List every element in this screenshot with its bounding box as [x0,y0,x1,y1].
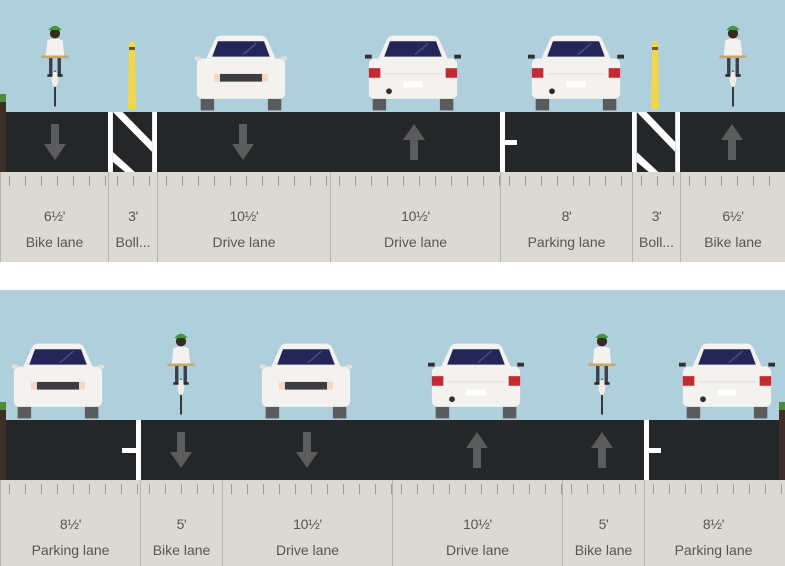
parking-stall-tick [122,448,136,453]
lane-width: 5' [598,516,609,532]
roadway [0,420,785,480]
arrow-down-icon [170,432,192,468]
curb-planting-left [0,94,6,102]
bollard-icon[interactable] [126,36,138,112]
street-section-1: 6½' Bike lane 3' Boll... 10½' Drive lane… [0,0,785,262]
arrow-up-icon [403,124,425,160]
lane-segment[interactable]: 8½' Parking lane [0,480,140,566]
lane-width: 3' [128,208,138,224]
street-section-2: 8½' Parking lane 5' Bike lane 10½' Drive… [0,290,785,566]
lane-width: 8½' [59,516,82,532]
lane-type: Bike lane [574,542,633,558]
arrow-up-icon [721,124,743,160]
parking-lane-line [644,420,649,480]
lane-segment[interactable]: 5' Bike lane [562,480,644,566]
lane-segment[interactable]: 10½' Drive lane [392,480,562,566]
lane-type: Boll... [115,234,151,250]
lane-width: 5' [176,516,187,532]
lane-segment[interactable]: 8½' Parking lane [644,480,782,566]
lane-width: 6½' [722,208,744,224]
lane-type: Bike lane [25,234,84,250]
lane-segment[interactable]: 8' Parking lane [500,172,632,262]
lane-width: 3' [651,208,662,224]
parked-car-rear-icon[interactable] [528,32,624,112]
lane-segment[interactable]: 6½' Bike lane [0,172,108,262]
arrow-down-icon [232,124,254,160]
lane-type: Parking lane [31,542,110,558]
car-rear-icon[interactable] [428,340,524,420]
lane-width: 6½' [43,208,66,224]
lane-type: Bike lane [152,542,211,558]
arrow-up-icon [591,432,613,468]
buffer-hatch-marking [108,112,157,172]
arrow-down-icon [44,124,66,160]
curb-planting-left [0,402,6,410]
curb-planting-right [779,402,785,410]
lane-width: 10½' [463,516,492,532]
parking-stall-tick [647,448,661,453]
lane-type: Boll... [638,234,674,250]
lane-type: Bike lane [704,234,762,250]
lane-segment[interactable]: 3' Boll... [632,172,680,262]
parked-car-rear-icon[interactable] [679,340,775,420]
sky-background [0,290,785,420]
arrow-down-icon [296,432,318,468]
car-front-icon[interactable] [258,340,354,420]
arrow-up-icon [466,432,488,468]
parking-lane-line [136,420,141,480]
lane-segment[interactable]: 5' Bike lane [140,480,222,566]
lane-type: Drive lane [212,234,276,250]
lane-width-ruler: 8½' Parking lane 5' Bike lane 10½' Drive… [0,480,785,566]
lane-type: Parking lane [674,542,753,558]
lane-segment[interactable]: 3' Boll... [108,172,157,262]
cyclist-icon[interactable] [716,16,750,112]
lane-width: 8½' [702,516,725,532]
cyclist-icon[interactable] [38,16,72,112]
lane-segment[interactable]: 10½' Drive lane [222,480,392,566]
lane-segment[interactable]: 10½' Drive lane [330,172,500,262]
parking-lane-line [500,112,505,172]
lane-segment[interactable]: 6½' Bike lane [680,172,785,262]
lane-width: 10½' [401,208,430,224]
cyclist-icon[interactable] [585,324,619,420]
parked-car-front-icon[interactable] [10,340,106,420]
bollard-icon[interactable] [649,36,661,112]
lane-width: 8' [561,208,572,224]
car-front-icon[interactable] [193,32,289,112]
lane-type: Drive lane [275,542,340,558]
lane-type: Parking lane [527,234,606,250]
curb-left [0,100,6,172]
lane-width-ruler: 6½' Bike lane 3' Boll... 10½' Drive lane… [0,172,785,262]
lane-type: Drive lane [445,542,510,558]
buffer-hatch-marking [632,112,680,172]
parking-stall-tick [503,140,517,145]
lane-segment[interactable]: 10½' Drive lane [157,172,330,262]
car-rear-icon[interactable] [365,32,461,112]
lane-width: 10½' [229,208,259,224]
curb-right [779,408,785,480]
curb-left [0,408,6,480]
cyclist-icon[interactable] [164,324,198,420]
lane-type: Drive lane [383,234,448,250]
lane-width: 10½' [293,516,322,532]
